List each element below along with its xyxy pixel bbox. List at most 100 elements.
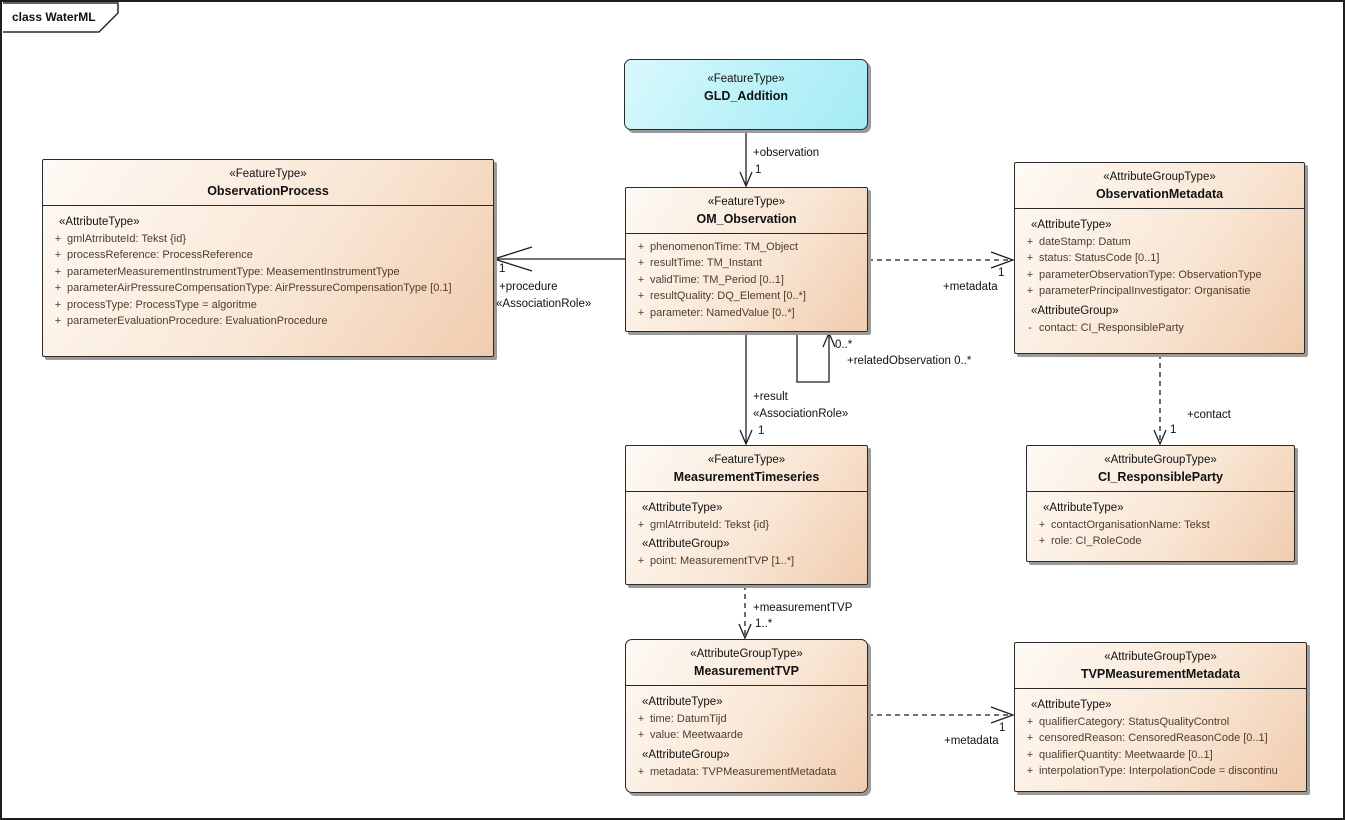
attribute-visibility: +: [54, 298, 62, 311]
attribute-visibility: +: [1026, 748, 1034, 761]
attribute-text: phenomenonTime: TM_Object: [650, 241, 798, 253]
attribute-text: contact: CI_ResponsibleParty: [1039, 321, 1184, 334]
class-header: «AttributeGroupType» TVPMeasurementMetad…: [1015, 643, 1306, 689]
connector-role-label: +measurementTVP: [753, 602, 853, 614]
connector-measurement-tvp[interactable]: [738, 585, 752, 640]
attribute-text: processReference: ProcessReference: [67, 249, 253, 262]
class-stereotype: «AttributeGroupType»: [1104, 651, 1217, 663]
class-attributes: «AttributeType»+time: DatumTijd+value: M…: [626, 686, 867, 782]
attribute-text: parameterObservationType: ObservationTyp…: [1039, 268, 1262, 281]
connector-role-label: +contact: [1187, 409, 1231, 421]
class-header: «FeatureType» GLD_Addition: [625, 60, 867, 106]
attribute-visibility: +: [637, 765, 645, 778]
attribute-row: -contact: CI_ResponsibleParty: [1021, 320, 1300, 336]
section-heading: «AttributeGroup»: [1031, 304, 1119, 317]
attribute-text: role: CI_RoleCode: [1051, 535, 1142, 548]
class-name: OM_Observation: [696, 212, 797, 226]
attribute-row: + value: Meetwaarde: [632, 727, 863, 743]
connector-role-label: +procedure: [499, 281, 558, 293]
class-name: GLD_Addition: [703, 89, 788, 103]
section-heading: «AttributeType»: [1031, 699, 1112, 711]
class-box-om-observation[interactable]: «FeatureType» OM_Observation +phenomenon…: [625, 187, 868, 332]
class-box-measurement-tvp[interactable]: «AttributeGroupType» MeasurementTVP «Att…: [625, 639, 868, 793]
attribute-visibility: +: [1038, 519, 1046, 531]
class-attributes: «AttributeType»+gmlAtrributeId: Tekst {i…: [43, 206, 493, 331]
attribute-row: +parameterEvaluationProcedure: Evaluatio…: [49, 313, 489, 329]
section-heading: «AttributeGroup»: [642, 538, 730, 551]
connector-procedure[interactable]: [491, 246, 625, 272]
class-name: ObservationMetadata: [1095, 187, 1224, 201]
class-name: MeasurementTimeseries: [673, 470, 820, 484]
attribute-visibility: -: [1028, 321, 1032, 334]
attribute-text: parameterEvaluationProcedure: Evaluation…: [67, 315, 328, 328]
connector-multiplicity: 1: [998, 267, 1005, 279]
attribute-row: + dateStamp: Datum: [1021, 234, 1300, 250]
attribute-row: +phenomenonTime: TM_Object: [632, 239, 863, 255]
attribute-visibility: +: [637, 257, 645, 270]
attribute-text: dateStamp: Datum: [1039, 236, 1131, 248]
section-heading: «AttributeGroup»: [642, 748, 730, 761]
attribute-text: parameter: NamedValue [0..*]: [650, 306, 795, 319]
attribute-visibility: +: [1026, 716, 1034, 728]
attribute-text: parameterAirPressureCompensationType: Ai…: [67, 282, 452, 295]
attribute-visibility: +: [1026, 285, 1034, 298]
connector-metadata-tvp[interactable]: [868, 706, 1015, 724]
section-heading: «AttributeType»: [59, 216, 140, 228]
attribute-visibility: +: [637, 729, 645, 742]
class-stereotype: «FeatureType»: [707, 454, 786, 466]
connector-related-observation[interactable]: [796, 331, 836, 383]
attribute-visibility: +: [637, 555, 645, 568]
class-stereotype: «AttributeGroupType»: [690, 648, 803, 660]
attribute-row: + point: MeasurementTVP [1..*]: [632, 553, 863, 569]
class-box-observation-metadata[interactable]: «AttributeGroupType» ObservationMetadata…: [1014, 162, 1305, 354]
attribute-text: value: Meetwaarde: [650, 729, 743, 742]
class-attributes: «AttributeType»+contactOrganisationName:…: [1027, 492, 1294, 552]
attribute-row: +gmlAtrributeId: Tekst {id}: [632, 517, 863, 533]
connector-role-label: +result: [753, 391, 788, 403]
attribute-visibility: +: [54, 282, 62, 295]
connector-result[interactable]: [739, 332, 753, 446]
attribute-visibility: +: [637, 306, 645, 319]
connector-multiplicity: 1: [758, 425, 765, 437]
class-box-gld-addition[interactable]: «FeatureType» GLD_Addition: [624, 59, 868, 130]
class-box-tvp-measurement-metadata[interactable]: «AttributeGroupType» TVPMeasurementMetad…: [1014, 642, 1307, 792]
attribute-visibility: +: [637, 273, 645, 286]
attribute-text: resultTime: TM_Instant: [650, 257, 762, 270]
connector-contact[interactable]: [1153, 354, 1167, 446]
attribute-text: qualifierQuantity: Meetwaarde [0..1]: [1039, 748, 1213, 761]
connector-role-label: +relatedObservation 0..*: [847, 355, 972, 367]
attribute-visibility: +: [1038, 535, 1046, 548]
connector-observation[interactable]: [739, 130, 753, 188]
connector-multiplicity: 1..*: [755, 618, 773, 630]
connector-multiplicity: 1: [1170, 424, 1177, 436]
class-name: TVPMeasurementMetadata: [1080, 667, 1241, 681]
attribute-text: parameterPrincipalInvestigator: Organisa…: [1039, 285, 1251, 298]
class-box-observation-process[interactable]: «FeatureType» ObservationProcess «Attrib…: [42, 159, 494, 357]
connector-stereotype-label: «AssociationRole»: [496, 298, 592, 310]
attribute-visibility: +: [54, 233, 62, 245]
class-stereotype: «FeatureType»: [229, 168, 307, 180]
class-box-measurement-timeseries[interactable]: «FeatureType» MeasurementTimeseries «Att…: [625, 445, 868, 585]
attribute-text: processType: ProcessType = algoritme: [67, 298, 257, 311]
attribute-text: point: MeasurementTVP [1..*]: [650, 555, 795, 568]
attribute-visibility: +: [1026, 236, 1034, 248]
class-header: «FeatureType» MeasurementTimeseries: [626, 446, 867, 492]
class-attributes: «AttributeType»+gmlAtrributeId: Tekst {i…: [626, 492, 867, 572]
connector-metadata-obs[interactable]: [868, 251, 1015, 269]
class-attributes: «AttributeType» +qualifierCategory: Statu…: [1015, 689, 1306, 782]
connector-stereotype-label: «AssociationRole»: [753, 408, 849, 420]
connector-multiplicity: 0..*: [835, 339, 853, 351]
section-heading: «AttributeType»: [642, 696, 723, 708]
class-stereotype: «FeatureType»: [707, 73, 785, 85]
attribute-text: interpolationType: InterpolationCode = d…: [1039, 765, 1278, 778]
class-name: MeasurementTVP: [694, 664, 799, 678]
attribute-visibility: +: [1026, 765, 1034, 778]
attribute-row: +processReference: ProcessReference: [49, 247, 489, 263]
attribute-row: +censoredReason: CensoredReasonCode [0..…: [1021, 730, 1302, 746]
class-box-ci-responsible-party[interactable]: «AttributeGroupType» CI_ResponsibleParty…: [1026, 445, 1295, 562]
attribute-text: status: StatusCode [0..1]: [1039, 252, 1160, 265]
attribute-row: +qualifierCategory: StatusQualityControl: [1021, 714, 1302, 730]
attribute-row: +resultQuality: DQ_Element [0..*]: [632, 288, 863, 304]
class-header: «FeatureType» ObservationProcess: [43, 160, 493, 206]
